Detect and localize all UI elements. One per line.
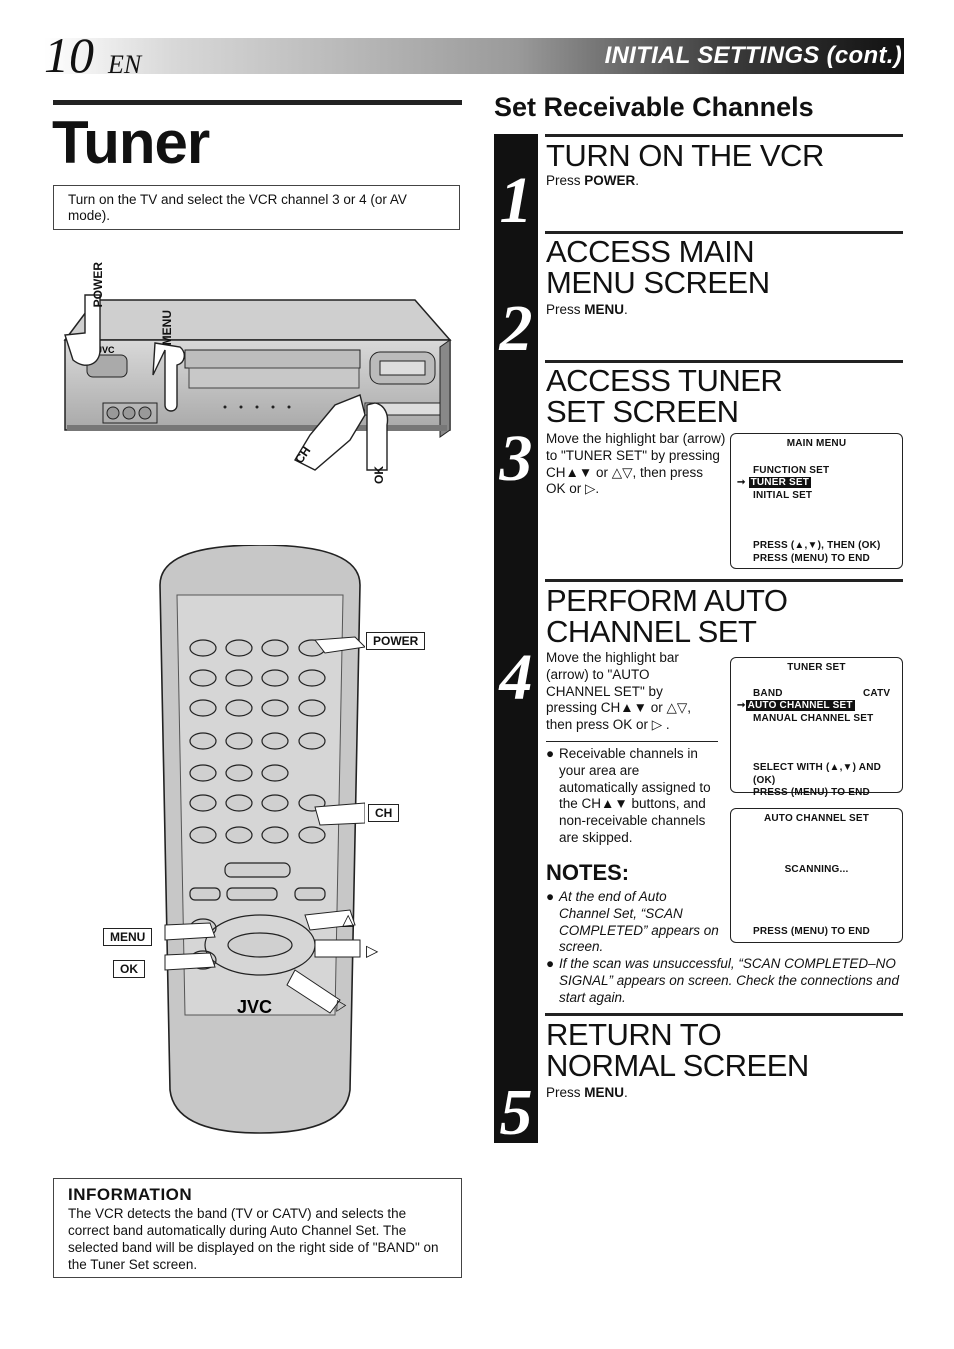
osd-item-selected: AUTO CHANNEL SET — [745, 700, 855, 711]
step-heading-1: TURN ON THE VCR — [546, 138, 824, 173]
osd-auto-channel-set: AUTO CHANNEL SET SCANNING... PRESS (MENU… — [730, 808, 903, 943]
arrow-icon: ➞ — [737, 700, 746, 711]
step-heading-2: ACCESS MAIN MENU SCREEN — [546, 234, 770, 300]
osd-footer: SELECT WITH (▲,▼) AND (OK) — [753, 762, 882, 786]
title-rule — [53, 100, 462, 105]
vcr-power-label: POWER — [91, 262, 105, 308]
page-title: Tuner — [52, 109, 210, 176]
information-heading: INFORMATION — [68, 1185, 193, 1204]
step-number-1: 1 — [499, 164, 533, 237]
remote-ok-label: OK — [113, 960, 145, 978]
step-rule — [545, 134, 903, 137]
vcr-illustration: JVC — [63, 294, 452, 471]
intro-box: Turn on the TV and select the VCR channe… — [53, 185, 460, 230]
osd-item: INITIAL SET — [753, 489, 813, 501]
vcr-menu-label: MENU — [160, 310, 174, 346]
osd-tuner-set: TUNER SET BAND CATV ➞AUTO CHANNEL SET MA… — [730, 657, 903, 798]
bullet-icon: ● — [546, 746, 555, 761]
divider — [546, 741, 718, 742]
page-number: 10 — [44, 27, 94, 83]
step-heading-5: RETURN TO NORMAL SCREEN — [546, 1017, 809, 1083]
vcr-ok-label: OK — [372, 466, 386, 484]
vcr-brand: JVC — [97, 345, 115, 355]
notes-heading: NOTES: — [546, 860, 630, 885]
intro-text: Turn on the TV and select the VCR channe… — [68, 192, 407, 223]
note-item-2: If the scan was unsuccessful, “SCAN COMP… — [559, 956, 899, 1005]
remote-brand: JVC — [237, 997, 272, 1017]
step-number-3: 3 — [499, 422, 533, 495]
step-text-2: Press MENU. — [546, 302, 628, 317]
osd-item: MANUAL CHANNEL SET — [753, 712, 874, 724]
step-rule — [545, 579, 903, 582]
section-title: INITIAL SETTINGS (cont.) — [604, 42, 902, 69]
right-triangle-icon: ▷ — [366, 943, 379, 960]
information-box: INFORMATION The VCR detects the band (TV… — [53, 1178, 462, 1278]
osd-tuner-set-title: TUNER SET — [787, 662, 846, 673]
osd-band-value: CATV — [863, 687, 891, 699]
arrow-icon: ➞ — [737, 477, 746, 488]
step-text-3: Move the highlight bar (arrow) to "TUNER… — [546, 431, 726, 497]
osd-item-selected: TUNER SET — [748, 477, 812, 488]
subheading: Set Receivable Channels — [494, 92, 814, 122]
note-item-1: At the end of Auto Channel Set, “SCAN CO… — [559, 889, 719, 955]
information-text: The VCR detects the band (TV or CATV) an… — [68, 1206, 439, 1272]
remote-menu-label: MENU — [103, 928, 153, 946]
step-rule — [545, 1013, 903, 1016]
step-rule — [545, 360, 903, 363]
up-triangle-icon: △ — [342, 912, 355, 929]
step-number-2: 2 — [499, 292, 533, 365]
osd-band-label: BAND — [753, 687, 783, 699]
bullet-icon: ● — [546, 956, 555, 971]
remote-power-label: POWER — [366, 632, 426, 650]
osd-footer: PRESS (MENU) TO END — [753, 552, 870, 564]
header-band — [44, 38, 904, 74]
osd-footer: PRESS (MENU) TO END — [753, 926, 870, 937]
osd-auto-title: AUTO CHANNEL SET — [763, 813, 870, 824]
osd-auto-status: SCANNING... — [784, 863, 849, 875]
osd-main-menu-title: MAIN MENU — [786, 438, 847, 449]
bullet-icon: ● — [546, 889, 555, 904]
osd-footer: PRESS (MENU) TO END — [753, 787, 870, 798]
remote-ch-label: CH — [368, 804, 400, 822]
step-number-5: 5 — [499, 1076, 533, 1149]
step-text-4: Move the highlight bar (arrow) to "AUTO … — [546, 650, 692, 733]
step-number-4: 4 — [499, 641, 533, 714]
step-text-1: Press POWER. — [546, 173, 640, 188]
osd-item: FUNCTION SET — [753, 464, 830, 476]
step-text-5: Press MENU. — [546, 1085, 628, 1100]
page-language: EN — [108, 50, 142, 79]
step-4-bullet: Receivable channels in your area are aut… — [559, 746, 711, 845]
osd-main-menu: MAIN MENU FUNCTION SET ➞ TUNER SET INITI… — [730, 433, 903, 569]
step-heading-3: ACCESS TUNER SET SCREEN — [546, 363, 783, 429]
osd-footer: PRESS (▲,▼), THEN (OK) — [753, 540, 881, 551]
step-bar — [494, 134, 538, 1143]
step-rule — [545, 231, 903, 234]
remote-illustration: JVC — [159, 545, 365, 1134]
step-heading-4: PERFORM AUTO CHANNEL SET — [546, 583, 788, 649]
